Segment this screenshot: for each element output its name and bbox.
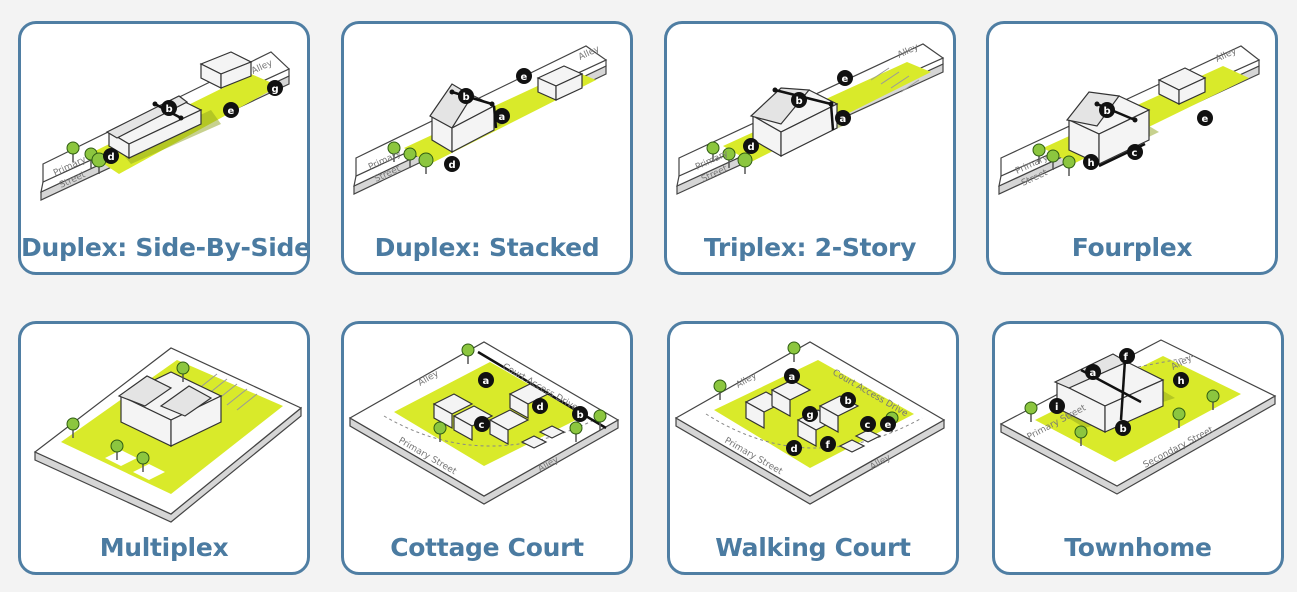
card-title: Townhome xyxy=(995,533,1281,562)
badge: e xyxy=(223,102,239,118)
svg-text:c: c xyxy=(865,420,871,431)
svg-text:b: b xyxy=(1120,424,1127,435)
card-title: Cottage Court xyxy=(344,533,630,562)
svg-text:c: c xyxy=(1132,148,1138,159)
svg-text:e: e xyxy=(228,106,235,117)
badge: e xyxy=(837,70,853,86)
badge: c xyxy=(474,416,490,432)
badge: b xyxy=(161,100,177,116)
svg-text:d: d xyxy=(449,160,456,171)
badge: b xyxy=(1115,420,1131,436)
tree-icon xyxy=(419,153,433,174)
badge: h xyxy=(1083,154,1099,170)
svg-text:b: b xyxy=(463,92,470,103)
badge: d xyxy=(743,138,759,154)
badge: e xyxy=(1197,110,1213,126)
card-multiplex[interactable]: Multiplex xyxy=(18,321,310,575)
badge: b xyxy=(840,392,856,408)
badge: e xyxy=(516,68,532,84)
svg-text:b: b xyxy=(166,104,173,115)
badge: d xyxy=(103,148,119,164)
svg-text:d: d xyxy=(108,152,115,163)
svg-text:e: e xyxy=(1202,114,1209,125)
svg-text:g: g xyxy=(807,410,814,421)
svg-text:d: d xyxy=(537,402,544,413)
svg-text:h: h xyxy=(1088,158,1095,169)
badge: b xyxy=(791,92,807,108)
badge: d xyxy=(786,440,802,456)
tree-icon xyxy=(1063,156,1075,176)
svg-text:a: a xyxy=(499,112,506,123)
badge: i xyxy=(1049,398,1065,414)
badge: f xyxy=(820,436,836,452)
svg-text:c: c xyxy=(479,420,485,431)
svg-text:d: d xyxy=(748,142,755,153)
badge: a xyxy=(478,372,494,388)
svg-text:a: a xyxy=(1090,368,1097,379)
svg-text:f: f xyxy=(826,440,831,451)
svg-text:b: b xyxy=(796,96,803,107)
badge: a xyxy=(494,108,510,124)
card-title: Walking Court xyxy=(670,533,956,562)
badge: h xyxy=(1173,372,1189,388)
svg-text:b: b xyxy=(1104,106,1111,117)
card-duplex-side-by-side[interactable]: Alley Primary Street b e g d Duplex: Sid… xyxy=(18,21,310,275)
svg-text:d: d xyxy=(791,444,798,455)
badge: a xyxy=(784,368,800,384)
badge: a xyxy=(1085,364,1101,380)
svg-text:f: f xyxy=(1124,352,1129,363)
badge: g xyxy=(802,406,818,422)
card-triplex-2-story[interactable]: Alley Primary Street b a e d Triplex: 2-… xyxy=(664,21,956,275)
svg-text:a: a xyxy=(789,372,796,383)
badge: a xyxy=(835,110,851,126)
badge: d xyxy=(444,156,460,172)
badge: e xyxy=(880,416,896,432)
badge: c xyxy=(1127,144,1143,160)
svg-text:e: e xyxy=(521,72,528,83)
card-title: Triplex: 2-Story xyxy=(667,233,953,262)
card-title: Duplex: Stacked xyxy=(344,233,630,262)
card-duplex-stacked[interactable]: Alley Primary Street b a e d Duplex: Sta… xyxy=(341,21,633,275)
badge: d xyxy=(532,398,548,414)
badge: f xyxy=(1119,348,1135,364)
svg-text:e: e xyxy=(842,74,849,85)
card-title: Duplex: Side-By-Side xyxy=(21,233,307,262)
badge: c xyxy=(860,416,876,432)
card-title: Multiplex xyxy=(21,533,307,562)
badge: b xyxy=(458,88,474,104)
card-fourplex[interactable]: Alley Primary Street b e c h Fourplex xyxy=(986,21,1278,275)
badge: g xyxy=(267,80,283,96)
badge: b xyxy=(572,406,588,422)
svg-text:a: a xyxy=(840,114,847,125)
tree-icon xyxy=(738,153,752,174)
card-title: Fourplex xyxy=(989,233,1275,262)
svg-text:b: b xyxy=(577,410,584,421)
card-walking-court[interactable]: Alley Court Access Drive Primary Street … xyxy=(667,321,959,575)
svg-text:b: b xyxy=(845,396,852,407)
svg-text:g: g xyxy=(272,84,279,95)
svg-text:e: e xyxy=(885,420,892,431)
badge: b xyxy=(1099,102,1115,118)
svg-text:h: h xyxy=(1178,376,1185,387)
svg-text:i: i xyxy=(1055,402,1058,413)
card-townhome[interactable]: Alley Primary Street Secondary Street f … xyxy=(992,321,1284,575)
card-cottage-court[interactable]: Alley Court Access Drive Primary Street … xyxy=(341,321,633,575)
svg-text:a: a xyxy=(483,376,490,387)
